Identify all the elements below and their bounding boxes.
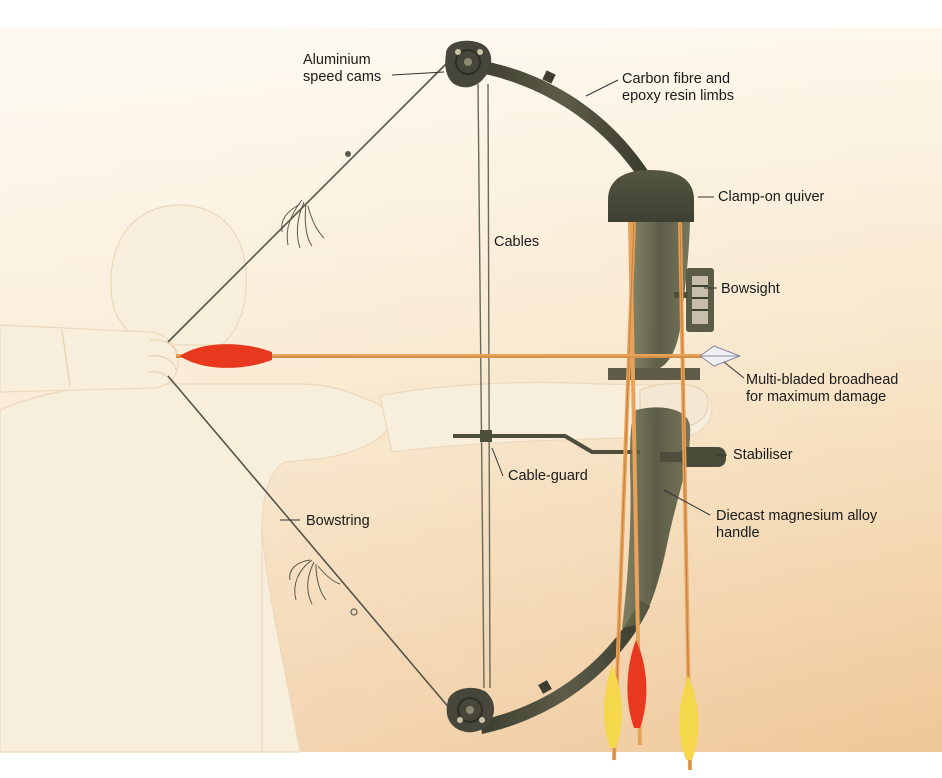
limb-bolt-bottom xyxy=(538,680,552,694)
drawing-hand xyxy=(61,329,178,387)
cable-guard xyxy=(453,430,640,454)
cables xyxy=(477,83,491,689)
string-silencer-bottom xyxy=(289,559,341,605)
bottom-cam xyxy=(446,687,495,733)
label-cables: Cables xyxy=(494,234,540,250)
nocked-arrow xyxy=(176,344,742,368)
upper-limb xyxy=(476,60,650,180)
label-carbon-fibre-limbs: Carbon fibre and epoxy resin limbs xyxy=(622,71,735,104)
stabiliser xyxy=(660,447,726,467)
label-clamp-on-quiver: Clamp-on quiver xyxy=(718,189,825,205)
archer-silhouette xyxy=(0,204,713,753)
clamp-on-quiver xyxy=(608,170,694,222)
limb-bolt-top xyxy=(542,70,556,84)
label-aluminium-speed-cams: Aluminium speed cams xyxy=(303,52,382,85)
bowstring xyxy=(167,57,457,717)
label-stabiliser: Stabiliser xyxy=(733,447,793,463)
string-serving-top xyxy=(345,151,351,157)
string-silencer-top xyxy=(281,199,325,249)
label-bowstring: Bowstring xyxy=(306,513,370,529)
riser-handle xyxy=(608,216,700,628)
top-cam xyxy=(445,40,492,88)
label-diecast-handle: Diecast magnesium alloy handle xyxy=(716,508,878,541)
string-serving-bottom xyxy=(350,608,358,616)
label-cable-guard: Cable-guard xyxy=(508,468,588,484)
quiver-fletchings xyxy=(604,640,699,760)
label-multi-bladed-broadhead: Multi-bladed broadhead for maximum damag… xyxy=(746,372,899,405)
leader-lines xyxy=(280,71,745,521)
label-bowsight: Bowsight xyxy=(721,281,780,297)
